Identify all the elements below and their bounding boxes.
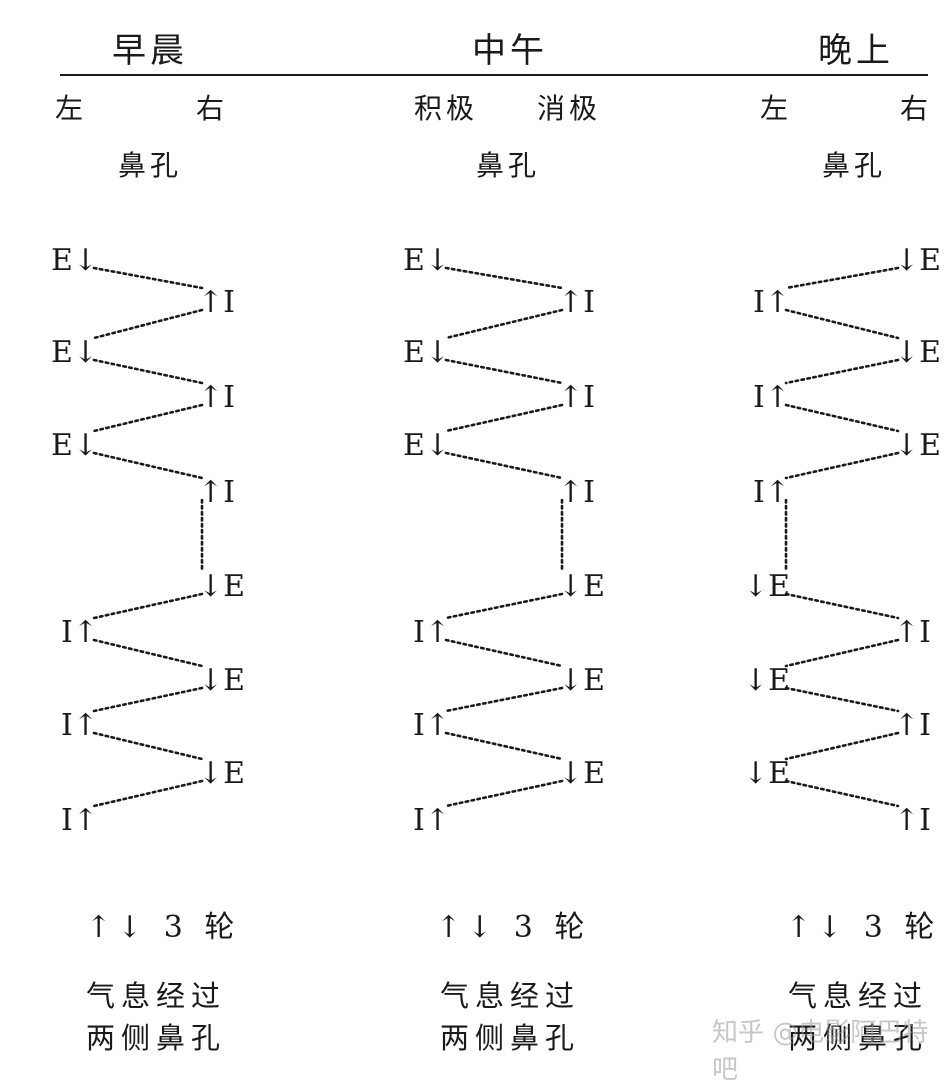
morning-left-label: 左 [55,92,84,125]
noon-breath-marker: ↑I [558,380,595,415]
noon-breath-marker: E↓ [403,335,450,370]
evening-left-label: 左 [760,92,789,125]
morning-dotted-connector [92,308,204,340]
evening-dotted-connector [784,308,900,340]
noon-dotted-connector [444,592,564,620]
noon-breath-marker: ↑I [558,475,595,510]
evening-breath-marker: ↓E [894,243,941,278]
noon-breath-marker: ↓E [558,569,605,604]
evening-dotted-connector [784,403,900,433]
noon-dotted-connector [444,308,564,340]
evening-breath-marker: I↑ [753,285,790,320]
evening-dotted-connector [784,266,900,290]
evening-dotted-connector [784,592,900,620]
morning-breath-marker: E↓ [51,335,98,370]
morning-dotted-connector [92,638,204,668]
evening-dotted-connector [784,358,900,385]
evening-right-label: 右 [900,92,929,125]
noon-breath-marker: E↓ [403,243,450,278]
noon-note-line2: 两侧鼻孔 [440,1021,581,1055]
noon-dotted-connector [444,779,564,808]
evening-breath-marker: ↓E [743,569,790,604]
noon-breath-marker: ↑I [558,285,595,320]
noon-nostril-label: 鼻孔 [476,149,541,182]
noon-dotted-connector [444,358,564,385]
noon-dotted-connector [444,731,564,761]
noon-note-line1: 气息经过 [440,979,581,1013]
morning-dotted-connector [92,731,204,761]
evening-breath-marker: I↑ [753,380,790,415]
evening-dotted-connector [784,731,900,761]
noon-dotted-connector [444,638,564,668]
morning-breath-marker: I↑ [61,708,98,743]
morning-rounds-label: ↑↓ 3 轮 [86,910,241,945]
evening-breath-marker: ↑I [894,803,931,838]
watermark: 知乎 @电影阿巴特吧 [712,1018,929,1085]
morning-note-line2: 两侧鼻孔 [86,1021,227,1055]
morning-breath-marker: ↓E [198,569,245,604]
evening-breath-marker: ↓E [743,756,790,791]
morning-breath-marker: ↑I [198,285,235,320]
evening-nostril-label: 鼻孔 [822,149,887,182]
morning-dotted-connector [92,451,204,480]
noon-dotted-connector [444,403,564,433]
morning-breath-marker: ↑I [198,380,235,415]
period-evening: 晚上 [818,31,894,71]
evening-breath-marker: I↑ [753,475,790,510]
morning-dotted-connector [92,686,204,713]
morning-dotted-connector [92,779,204,808]
evening-breath-marker: ↓E [894,428,941,463]
period-noon: 中午 [472,31,548,71]
evening-dotted-connector [784,779,900,808]
morning-breath-marker: I↑ [61,615,98,650]
noon-dotted-connector [444,266,564,290]
morning-breath-marker: E↓ [51,428,98,463]
noon-breath-marker: ↓E [558,663,605,698]
morning-breath-marker: E↓ [51,243,98,278]
morning-breath-marker: I↑ [61,803,98,838]
morning-breath-marker: ↓E [198,663,245,698]
evening-note-line1: 气息经过 [788,979,929,1013]
evening-dotted-connector [784,686,900,713]
noon-right-label: 消极 [537,92,602,125]
evening-breath-marker: ↓E [743,663,790,698]
noon-breath-marker: ↓E [558,756,605,791]
noon-breath-marker: I↑ [413,803,450,838]
morning-dotted-connector [92,592,204,620]
morning-note-line1: 气息经过 [86,979,227,1013]
noon-dotted-connector [444,686,564,713]
evening-note-line2: 两侧鼻孔 [788,1021,929,1055]
evening-breath-marker: ↑I [894,615,931,650]
evening-dotted-connector [784,638,900,668]
morning-breath-marker: ↑I [198,475,235,510]
noon-breath-marker: I↑ [413,615,450,650]
noon-breath-marker: I↑ [413,708,450,743]
evening-breath-marker: ↑I [894,708,931,743]
morning-dotted-connector [92,358,204,385]
morning-dotted-connector [92,403,204,433]
morning-nostril-label: 鼻孔 [118,149,183,182]
evening-breath-marker: ↓E [894,335,941,370]
noon-dotted-connector [444,451,564,480]
period-morning: 早晨 [112,31,188,71]
noon-left-label: 积极 [414,92,479,125]
morning-breath-marker: ↓E [198,756,245,791]
morning-dotted-connector [92,266,204,290]
header-rule [60,74,928,76]
evening-rounds-label: ↑↓ 3 轮 [786,910,941,945]
evening-dotted-connector [784,451,900,480]
noon-breath-marker: E↓ [403,428,450,463]
morning-right-label: 右 [196,92,225,125]
noon-rounds-label: ↑↓ 3 轮 [436,910,591,945]
